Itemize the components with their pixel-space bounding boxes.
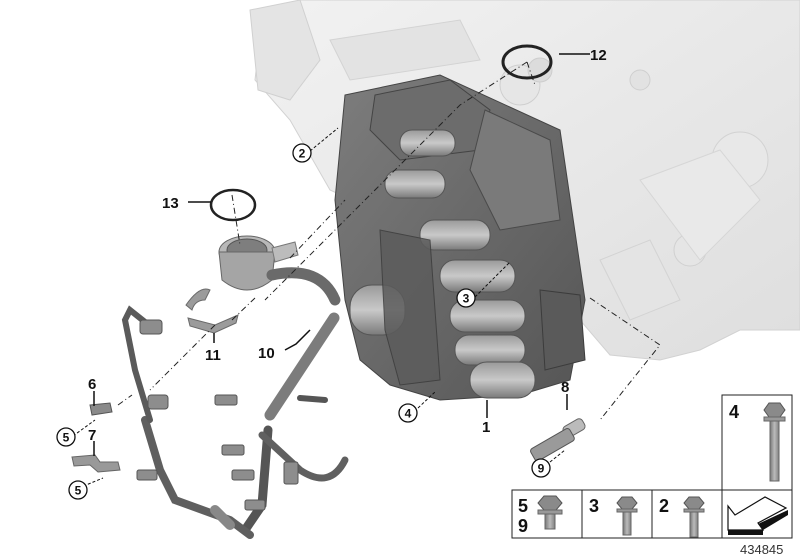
- retaining-clip-11[interactable]: [185, 288, 239, 334]
- sensor-8[interactable]: [529, 417, 586, 462]
- label-13: 13: [162, 195, 179, 212]
- bolt-icon-2: [683, 496, 705, 538]
- leader-lines: [93, 53, 590, 456]
- bracket-6[interactable]: [89, 402, 113, 416]
- solenoid-cylinders: [349, 129, 536, 399]
- svg-text:3: 3: [463, 292, 470, 306]
- svg-text:5: 5: [63, 431, 70, 445]
- label-8: 8: [561, 379, 569, 396]
- label-10: 10: [258, 345, 275, 362]
- legend-label-2: 2: [659, 496, 669, 516]
- legend-label-5: 5: [518, 496, 528, 516]
- svg-text:2: 2: [299, 147, 306, 161]
- label-11: 11: [205, 347, 221, 364]
- bolt-icon-4: [763, 402, 786, 482]
- mechatronic-unit[interactable]: [334, 74, 586, 401]
- label-12: 12: [590, 47, 607, 64]
- fastener-legend: [511, 394, 793, 539]
- svg-text:9: 9: [538, 462, 545, 476]
- label-7: 7: [88, 427, 96, 444]
- label-6: 6: [88, 376, 96, 393]
- bolt-icon-5-9: [537, 495, 563, 530]
- bolt-icon-3: [616, 496, 638, 536]
- callout-5b: 5: [68, 480, 88, 500]
- callout-9: 9: [531, 458, 551, 478]
- callout-5a: 5: [56, 427, 76, 447]
- legend-label-3: 3: [589, 496, 599, 516]
- legend-label-4: 4: [729, 402, 739, 422]
- callout-2: 2: [292, 143, 312, 163]
- drawing-number: 434845: [740, 542, 783, 557]
- direction-arrow-icon: [727, 496, 788, 535]
- svg-text:4: 4: [405, 407, 412, 421]
- legend-label-9: 9: [518, 516, 528, 536]
- wiring-harness[interactable]: [121, 267, 349, 539]
- harness-connector[interactable]: [218, 235, 299, 291]
- callout-3: 3: [456, 288, 476, 308]
- bracket-7[interactable]: [71, 454, 121, 473]
- label-1: 1: [482, 419, 490, 436]
- o-ring-12[interactable]: [501, 44, 553, 80]
- o-ring-13[interactable]: [209, 188, 257, 222]
- harness-sensor-plugs: [136, 319, 299, 511]
- svg-text:5: 5: [75, 484, 82, 498]
- callout-4: 4: [398, 403, 418, 423]
- assembly-lines: [117, 61, 661, 421]
